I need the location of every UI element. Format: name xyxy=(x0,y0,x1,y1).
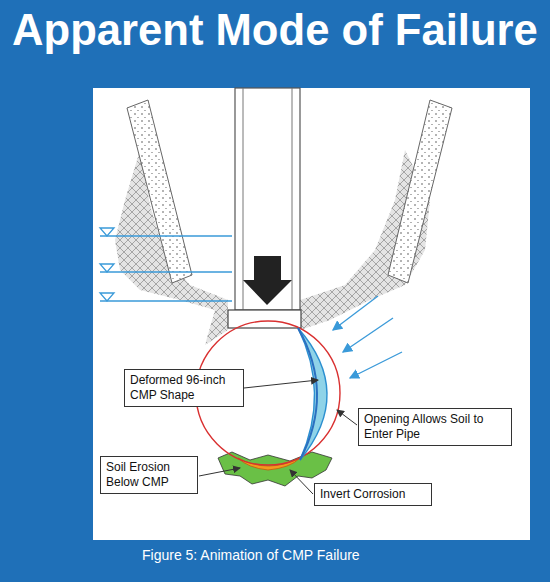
riser-inner-line xyxy=(243,88,244,310)
callout-box: Invert Corrosion xyxy=(314,483,432,506)
soil-inflow-arrow xyxy=(333,296,402,378)
figure-caption: Figure 5: Animation of CMP Failure xyxy=(142,547,360,563)
white-panel xyxy=(93,88,530,540)
callout-text: Opening Allows Soil to Enter Pipe xyxy=(364,412,506,442)
riser-inner-line xyxy=(292,88,293,310)
water-level xyxy=(100,228,232,301)
load-arrow xyxy=(243,256,292,305)
concrete-wingwall xyxy=(127,100,192,283)
callout-box: Opening Allows Soil to Enter Pipe xyxy=(358,408,512,446)
concrete-wingwall xyxy=(388,100,452,283)
base-plate xyxy=(228,310,301,328)
riser-structure xyxy=(235,88,300,310)
page-title: Apparent Mode of Failure xyxy=(12,2,538,58)
pipe-wall xyxy=(298,328,317,460)
callout-text: Invert Corrosion xyxy=(320,487,426,502)
invert-corrosion xyxy=(238,458,300,470)
pipe-opening xyxy=(298,328,327,460)
callout-text: Soil Erosion Below CMP xyxy=(106,460,192,490)
callout-box: Soil Erosion Below CMP xyxy=(100,456,198,494)
callout-text: Deformed 96-inch CMP Shape xyxy=(130,373,238,403)
callout-box: Deformed 96-inch CMP Shape xyxy=(124,369,244,407)
